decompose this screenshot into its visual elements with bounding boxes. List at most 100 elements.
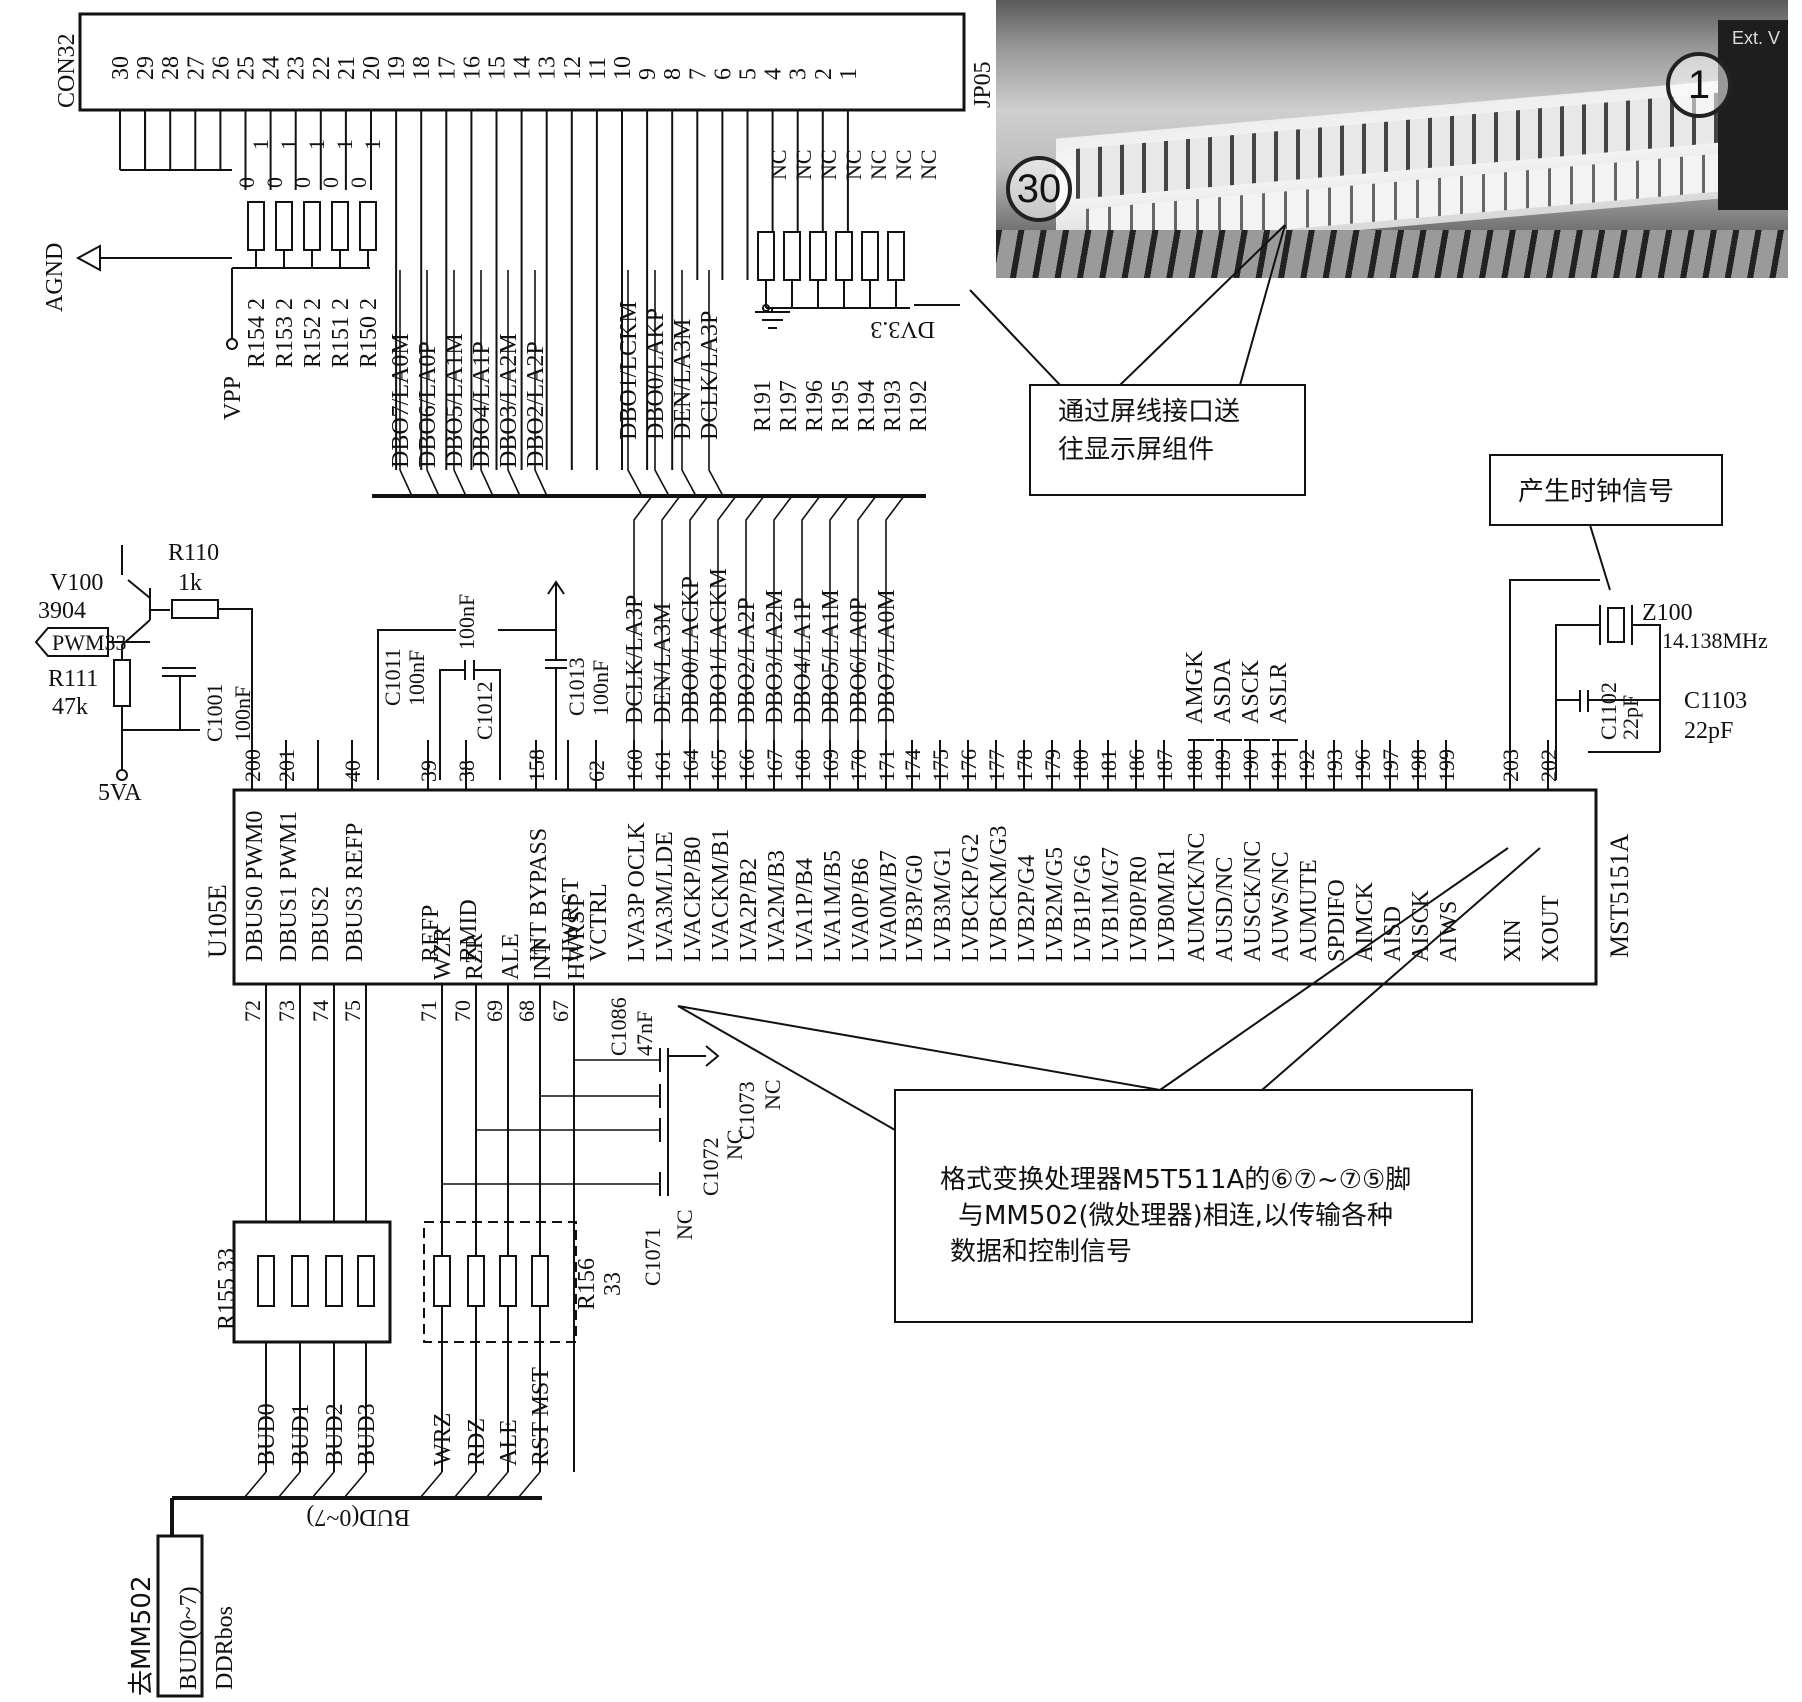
pin-name: HWRST — [558, 878, 584, 962]
bus-tap — [745, 495, 765, 740]
xout-wire — [1555, 624, 1600, 780]
c1102-ref: C1102 — [1596, 682, 1621, 740]
v100-ref: V100 — [50, 570, 103, 596]
bus-tap — [829, 495, 849, 740]
chip-signal-label: DBO0/LACKP — [678, 576, 704, 724]
pin-name: LVB3M/G1 — [930, 847, 956, 962]
c1012-left — [439, 669, 465, 780]
pin-name: LVACKM/B1 — [708, 829, 734, 962]
signal-wire — [453, 270, 467, 497]
pin-name: LVB1P/G6 — [1070, 855, 1096, 962]
pin-name: LVACKP/B0 — [680, 837, 706, 962]
pin-name: AUWS/NC — [1268, 851, 1294, 962]
nc-label: NC — [866, 149, 891, 180]
con32-pin-23: 23 — [284, 56, 310, 80]
format-callout-line1: 格式变换处理器M5T511A的⑥⑦~⑦⑤脚 — [940, 1165, 1411, 1195]
v100-to-r111 — [121, 619, 151, 660]
nc-label: NC — [891, 149, 916, 180]
con32-pin-20: 20 — [359, 56, 385, 80]
jumper-value: 0 — [346, 177, 371, 188]
pin-name: XOUT — [1538, 895, 1564, 962]
clock-callout-pointer — [1589, 524, 1611, 591]
photo-callout-pointer-b — [1119, 224, 1286, 386]
c1001-val: 100nF — [230, 686, 255, 742]
pin-1-marker: 1 — [1666, 52, 1732, 118]
nc-label: NC — [816, 149, 841, 180]
jp05-label: JP05 — [970, 61, 996, 108]
pin-number-73: 73 — [274, 1000, 299, 1022]
pin-name: LVA1P/B4 — [792, 858, 818, 962]
con32-pin-2: 2 — [811, 68, 837, 80]
con32-pin-19: 19 — [384, 56, 410, 80]
c1013-top — [498, 600, 557, 631]
photo-callout-pointer-a — [969, 289, 1061, 386]
pin-name: LVA3P OCLK — [624, 822, 650, 962]
resistor-body — [247, 201, 265, 251]
connector-signal: DBO3/LA2M — [496, 333, 522, 468]
left-resistor-label: R153 2 — [272, 298, 298, 368]
mm502-pkg: DDRbos — [212, 1606, 238, 1690]
connector-signal: DBO7/LA0M — [388, 333, 414, 468]
c1073-val: NC — [760, 1079, 785, 1110]
right-resistor-label: R192 — [906, 380, 932, 432]
chip-signal-label: DBO3/LA2M — [762, 589, 788, 724]
pin-name: LVA2M/B3 — [764, 850, 790, 962]
pin-name: LVA0M/B7 — [876, 850, 902, 962]
resistor-body — [835, 231, 853, 281]
format-callout-line3: 数据和控制信号 — [950, 1237, 1132, 1267]
c1011-wire — [377, 629, 456, 780]
connector-signal: DBO6/LA0P — [415, 341, 441, 468]
format-pointer-d — [1261, 847, 1541, 1091]
nc-label: NC — [916, 149, 941, 180]
con32-pin-22: 22 — [309, 56, 335, 80]
r111-ref: R111 — [48, 666, 98, 692]
format-callout-box — [894, 1089, 1473, 1323]
photo-callout-pointer-c — [1239, 224, 1286, 386]
signal-wire — [507, 270, 521, 497]
chip-signal-label: ASDA — [1210, 658, 1236, 724]
format-pointer-c — [1159, 847, 1509, 1091]
resistor-body — [291, 1255, 309, 1307]
pin-name: INT BYPASS — [526, 828, 552, 962]
pin-name: AIWS — [1436, 901, 1462, 962]
mm502-box — [156, 1534, 204, 1698]
pin-name: INT — [530, 940, 556, 980]
pin-name: LVB2M/G5 — [1042, 847, 1068, 962]
signal-wire — [627, 270, 643, 497]
right-resistor-label: R194 — [854, 380, 880, 432]
signal-wire — [426, 270, 440, 497]
bud-bus-label: BUD(0~7) — [306, 1504, 410, 1530]
resistor-body — [861, 231, 879, 281]
con32-pin-3: 3 — [786, 68, 812, 80]
con32-pin-24: 24 — [259, 56, 285, 80]
c1073-ref: C1073 — [734, 1081, 759, 1140]
pin-name: AUMCK/NC — [1184, 833, 1210, 962]
z100-right — [1632, 624, 1661, 752]
format-pointer-a — [677, 1005, 896, 1131]
format-callout-line2: 与MM502(微处理器)相连,以传输各种 — [958, 1201, 1393, 1231]
con32-pin-7: 7 — [685, 68, 711, 80]
v100-emitter-leg — [127, 579, 151, 599]
format-pointer-b — [677, 1005, 1161, 1091]
net-bud0: BUD0 — [254, 1403, 280, 1466]
pin-name: LVA2P/B2 — [736, 858, 762, 962]
pin-number-71: 71 — [416, 1000, 441, 1022]
nc-label: NC — [791, 149, 816, 180]
right-resistor-label: R195 — [828, 380, 854, 432]
r156-val: 33 — [600, 1272, 626, 1296]
z100-body — [1607, 607, 1625, 643]
agnd-symbol — [75, 244, 101, 272]
resistor-body — [467, 1255, 485, 1307]
clock-callout-text: 产生时钟信号 — [1518, 477, 1674, 507]
pin-name: VCTRL — [586, 883, 612, 962]
vpp-node — [226, 338, 238, 350]
connector-signal: DBO4/LA1P — [469, 341, 495, 468]
net-bud1: BUD1 — [288, 1403, 314, 1466]
pin-name: WZR — [430, 927, 456, 980]
net-tap — [311, 1471, 335, 1499]
